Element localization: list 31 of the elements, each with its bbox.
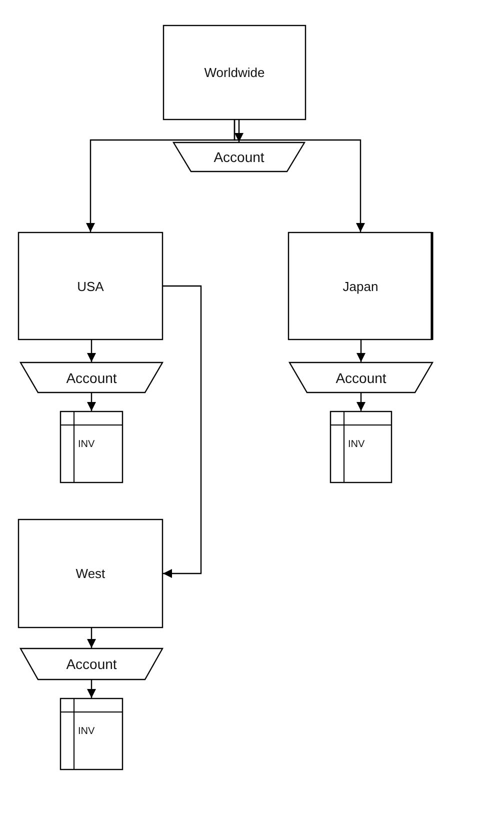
- arrow: [356, 393, 366, 411]
- node-label: Account: [66, 656, 117, 672]
- table-symbol: [60, 411, 123, 483]
- table-symbol: [60, 698, 123, 770]
- table-symbol: [330, 411, 392, 483]
- arrow: [234, 120, 244, 142]
- account-trapezoid: [20, 362, 163, 393]
- entity-box: [288, 232, 433, 340]
- node-label: West: [76, 566, 106, 581]
- account-trapezoid: [173, 142, 305, 172]
- arrow: [87, 340, 96, 362]
- arrow: [234, 120, 365, 232]
- entity-box: [18, 232, 163, 340]
- account-trapezoid: [289, 362, 433, 393]
- entity-box: [18, 519, 163, 628]
- arrow: [87, 393, 96, 411]
- entity-box: [163, 25, 306, 120]
- node-label: Japan: [342, 278, 378, 294]
- node-label: Account: [214, 149, 264, 165]
- node-label: Worldwide: [204, 65, 265, 80]
- arrow: [163, 285, 202, 578]
- account-trapezoid: [20, 648, 163, 680]
- node-label: INV: [78, 726, 95, 737]
- node-label: USA: [77, 278, 104, 294]
- node-label: Account: [336, 370, 386, 386]
- arrow: [356, 340, 366, 362]
- node-label: INV: [348, 439, 365, 450]
- arrow: [87, 628, 96, 648]
- node-label: Account: [66, 370, 117, 386]
- arrow: [87, 680, 96, 698]
- node-label: INV: [78, 439, 95, 450]
